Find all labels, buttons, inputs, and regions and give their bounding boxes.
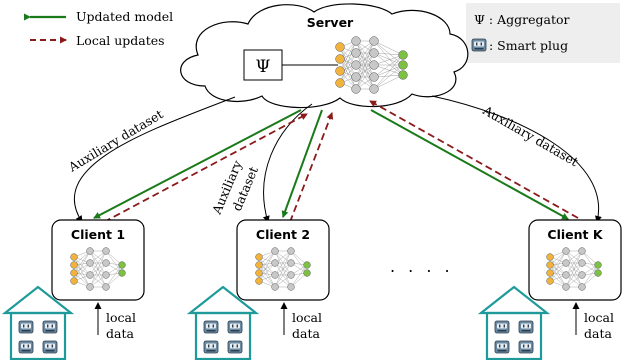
aux-arrow-client1 [74,96,236,223]
updated-model-arrows [93,109,569,220]
green-arrow-clientK [370,109,569,220]
red-arrow-clientK [369,100,579,219]
aggregator-box [243,49,283,81]
legend-smart-plug: : Smart plug [489,38,568,53]
aux-label-right: Auxiliary dataset [480,102,581,169]
server-title: Server [307,15,354,30]
client-2: Client 2 local data [190,219,330,359]
client-1: Client 1 local data [5,219,145,359]
red-arrow-client1 [103,113,308,223]
red-arrow-client2 [289,112,334,223]
client-k-data-label: data [584,326,612,341]
client-2-title: Client 2 [256,227,310,242]
aggregator-symbol: Ψ [256,57,271,77]
green-arrow-client2 [281,109,323,218]
legend: Updated model Local updates [24,9,173,48]
legend-local-updates: Local updates [76,33,165,48]
smart-plug-icon [471,38,487,52]
server: Server Ψ [180,3,469,109]
client-1-local-label: local [106,310,136,325]
aux-arrow-client2 [262,103,313,223]
client-1-title: Client 1 [71,227,125,242]
server-cloud [180,3,469,109]
client-1-data-label: data [106,326,134,341]
server-neural-network [335,36,408,94]
client-k: Client K local data [481,219,622,359]
legend-aggregator: Ψ : Aggregator [474,12,570,27]
client-k-local-label: local [584,310,614,325]
clients-ellipsis: . . . . [390,257,454,276]
legend-updated-model: Updated model [76,9,173,24]
client-2-data-label: data [292,326,320,341]
client-k-title: Client K [547,227,603,242]
aux-arrow-clientK [431,95,602,223]
legend-box: Ψ : Aggregator : Smart plug [466,3,620,63]
aux-label-left: Auxiliary dataset [65,106,166,175]
local-updates-arrows [103,100,579,223]
green-arrow-client1 [93,109,302,219]
auxiliary-arrows [74,95,602,223]
client-2-local-label: local [292,310,322,325]
legend-box-bg [466,3,620,63]
